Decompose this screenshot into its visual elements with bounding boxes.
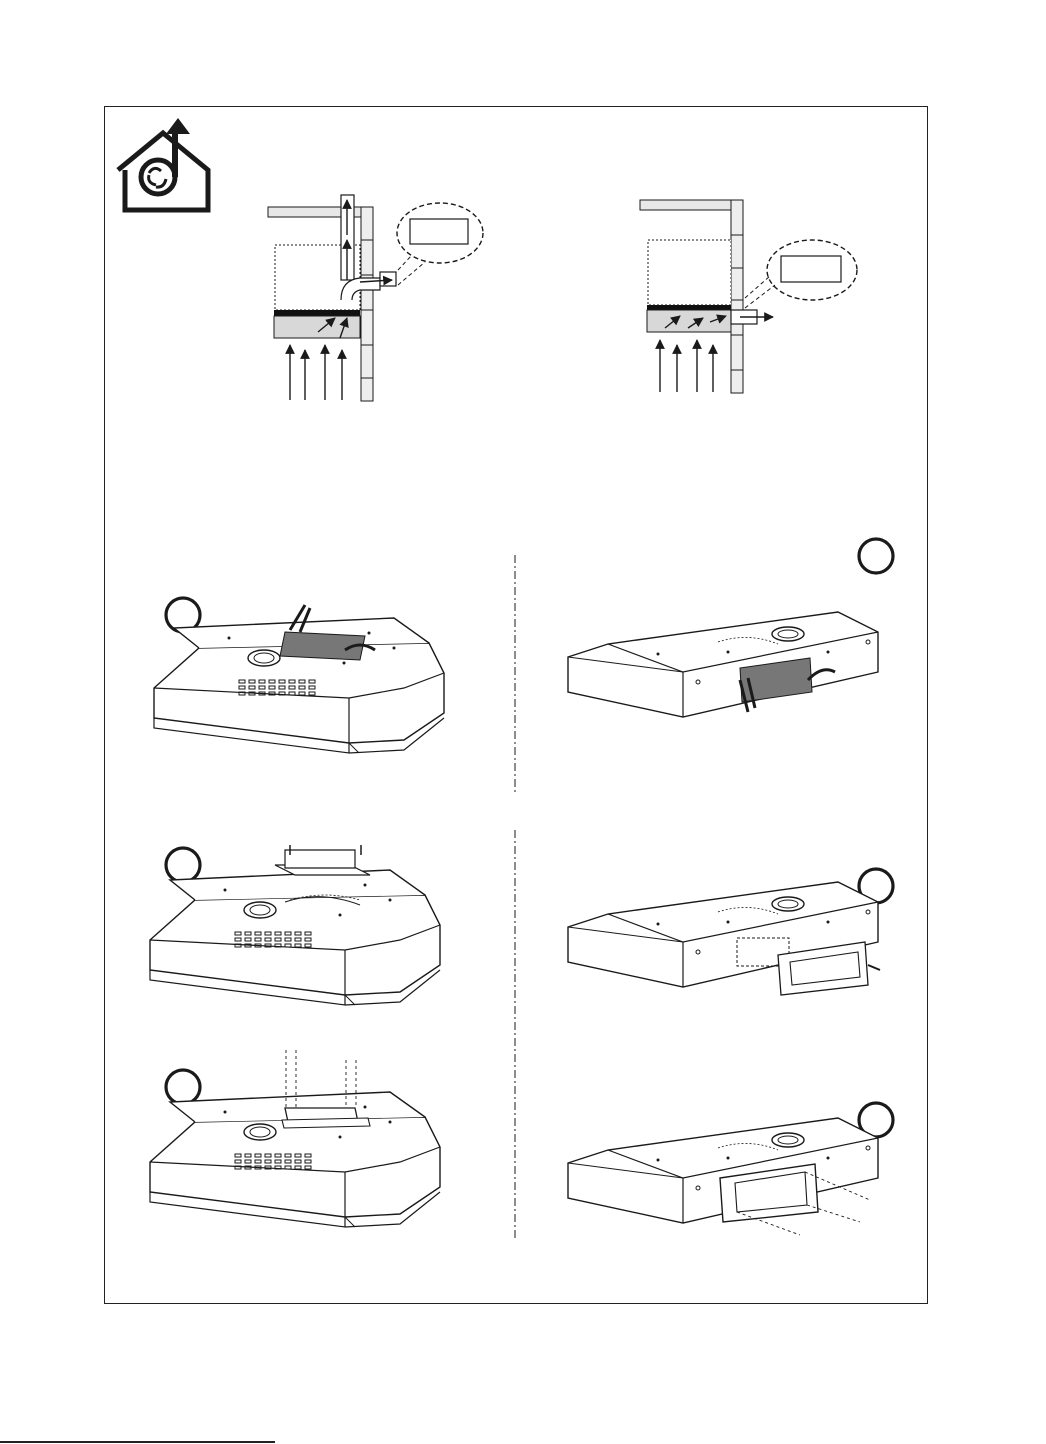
hood-top-knockout-panel	[154, 605, 444, 753]
rear-adapter-panel	[568, 882, 880, 995]
top-adapter-panel	[150, 845, 440, 1005]
rear-duct-installed-panel	[568, 1118, 878, 1235]
house-duct-fan-icon	[118, 118, 208, 210]
vertical-duct-diagram	[268, 195, 483, 401]
step-circle-icon	[166, 848, 200, 882]
footer-rule	[0, 1441, 275, 1443]
top-duct-installed-panel	[150, 1050, 440, 1227]
hood-rear-knockout-panel	[568, 612, 878, 717]
step-circle-icon	[166, 1070, 200, 1104]
horizontal-duct-diagram	[640, 200, 857, 393]
step-circle-icon	[859, 539, 893, 573]
